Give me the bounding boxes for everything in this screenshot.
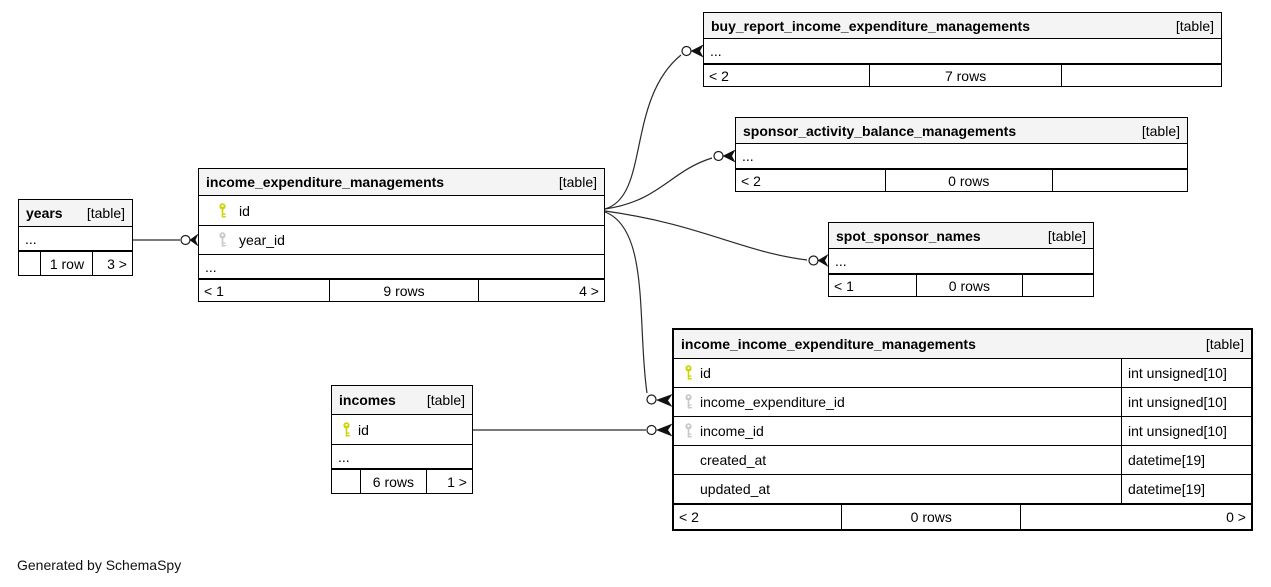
ellipsis-row: ... — [19, 227, 132, 251]
table-title: spot_sponsor_names — [836, 227, 981, 244]
table-title: income_expenditure_managements — [206, 174, 445, 190]
ellipsis-row: ... — [704, 39, 1221, 64]
table-header[interactable]: income_income_expenditure_managements [t… — [674, 330, 1251, 359]
footer-rowcount: 6 rows — [360, 470, 426, 493]
footer-children: 3 > — [92, 252, 132, 275]
table-node-income-income-expenditure-managements[interactable]: income_income_expenditure_managements [t… — [672, 328, 1253, 531]
table-node-spot-sponsor-names[interactable]: spot_sponsor_names [table] ... < 1 0 row… — [828, 222, 1094, 297]
table-title: years — [26, 205, 63, 221]
table-header[interactable]: buy_report_income_expenditure_management… — [704, 13, 1221, 39]
column-row-created-at: created_at datetime[19] — [674, 446, 1251, 475]
table-title: incomes — [339, 392, 396, 408]
footer-parents: < 1 — [204, 282, 224, 299]
ellipsis-row: ... — [199, 255, 604, 279]
column-name: year_id — [239, 232, 285, 248]
footer-children: 4 > — [478, 280, 604, 301]
table-tag: [table] — [1175, 17, 1214, 34]
column-row-income-expenditure-id: income_expenditure_id int unsigned[10] — [674, 388, 1251, 417]
footer-children — [1051, 170, 1187, 191]
table-tag: [table] — [1141, 122, 1180, 139]
table-title: buy_report_income_expenditure_management… — [711, 17, 1030, 34]
table-footer: < 2 7 rows — [704, 64, 1221, 86]
table-tag: [table] — [426, 392, 465, 408]
foreign-key-icon — [209, 232, 235, 248]
table-node-years[interactable]: years [table] ... 1 row 3 > — [18, 199, 133, 276]
primary-key-icon — [209, 202, 235, 219]
footer-rowcount: 0 rows — [916, 275, 1022, 296]
table-title: income_income_expenditure_managements — [681, 336, 976, 352]
table-footer: 6 rows 1 > — [332, 469, 472, 493]
column-row-id: id — [332, 415, 472, 445]
column-name: id — [358, 421, 369, 438]
foreign-key-icon — [680, 423, 696, 439]
table-header[interactable]: years [table] — [19, 200, 132, 227]
footer-children: 0 > — [1020, 505, 1251, 529]
footer-parents — [332, 470, 360, 493]
footer-parents: < 2 — [741, 172, 761, 189]
table-header[interactable]: sponsor_activity_balance_managements [ta… — [736, 118, 1187, 144]
footer-children: 1 > — [425, 470, 472, 493]
column-type: int unsigned[10] — [1121, 388, 1251, 416]
table-node-income-expenditure-managements[interactable]: income_expenditure_managements [table] i… — [198, 168, 605, 302]
table-footer: < 1 9 rows 4 > — [199, 279, 604, 301]
footer-parents — [19, 252, 40, 275]
table-node-buy-report-income-expenditure-managements[interactable]: buy_report_income_expenditure_management… — [703, 12, 1222, 87]
column-name: id — [700, 365, 711, 381]
column-type: datetime[19] — [1121, 446, 1251, 474]
ellipsis-row: ... — [332, 445, 472, 469]
table-tag: [table] — [1047, 227, 1086, 244]
column-name: updated_at — [700, 481, 771, 497]
column-type: datetime[19] — [1121, 475, 1251, 503]
generated-by-note: Generated by SchemaSpy — [17, 557, 182, 573]
table-node-incomes[interactable]: incomes [table] id ... 6 rows 1 > — [331, 385, 473, 494]
column-row-income-id: income_id int unsigned[10] — [674, 417, 1251, 446]
footer-children — [1060, 65, 1221, 86]
column-name: income_expenditure_id — [700, 394, 845, 410]
table-header[interactable]: income_expenditure_managements [table] — [199, 169, 604, 196]
ellipsis-row: ... — [829, 249, 1093, 274]
primary-key-icon — [680, 365, 696, 381]
footer-parents: < 2 — [679, 509, 699, 525]
column-type: int unsigned[10] — [1121, 417, 1251, 445]
column-name: created_at — [700, 452, 767, 468]
column-name: income_id — [700, 423, 764, 439]
foreign-key-icon — [680, 394, 696, 410]
table-footer: < 1 0 rows — [829, 274, 1093, 296]
footer-rowcount: 7 rows — [869, 65, 1060, 86]
column-row-id: id — [199, 196, 604, 226]
footer-children — [1021, 275, 1093, 296]
table-title: sponsor_activity_balance_managements — [743, 122, 1017, 139]
footer-rowcount: 1 row — [40, 252, 92, 275]
footer-parents: < 1 — [834, 277, 854, 294]
footer-rowcount: 0 rows — [841, 505, 1020, 529]
footer-parents: < 2 — [709, 67, 729, 84]
table-header[interactable]: spot_sponsor_names [table] — [829, 223, 1093, 249]
column-row-year-id: year_id — [199, 226, 604, 255]
footer-rowcount: 9 rows — [328, 280, 479, 301]
column-name: id — [239, 202, 250, 219]
table-tag: [table] — [86, 205, 125, 221]
table-tag: [table] — [558, 174, 597, 190]
table-node-sponsor-activity-balance-managements[interactable]: sponsor_activity_balance_managements [ta… — [735, 117, 1188, 192]
table-header[interactable]: incomes [table] — [332, 386, 472, 415]
table-footer: < 2 0 rows 0 > — [674, 504, 1251, 529]
column-row-updated-at: updated_at datetime[19] — [674, 475, 1251, 504]
table-tag: [table] — [1205, 336, 1244, 352]
footer-rowcount: 0 rows — [884, 170, 1052, 191]
table-footer: < 2 0 rows — [736, 169, 1187, 191]
table-footer: 1 row 3 > — [19, 251, 132, 275]
ellipsis-row: ... — [736, 144, 1187, 169]
column-row-id: id int unsigned[10] — [674, 359, 1251, 388]
primary-key-icon — [338, 421, 354, 438]
column-type: int unsigned[10] — [1121, 359, 1251, 387]
